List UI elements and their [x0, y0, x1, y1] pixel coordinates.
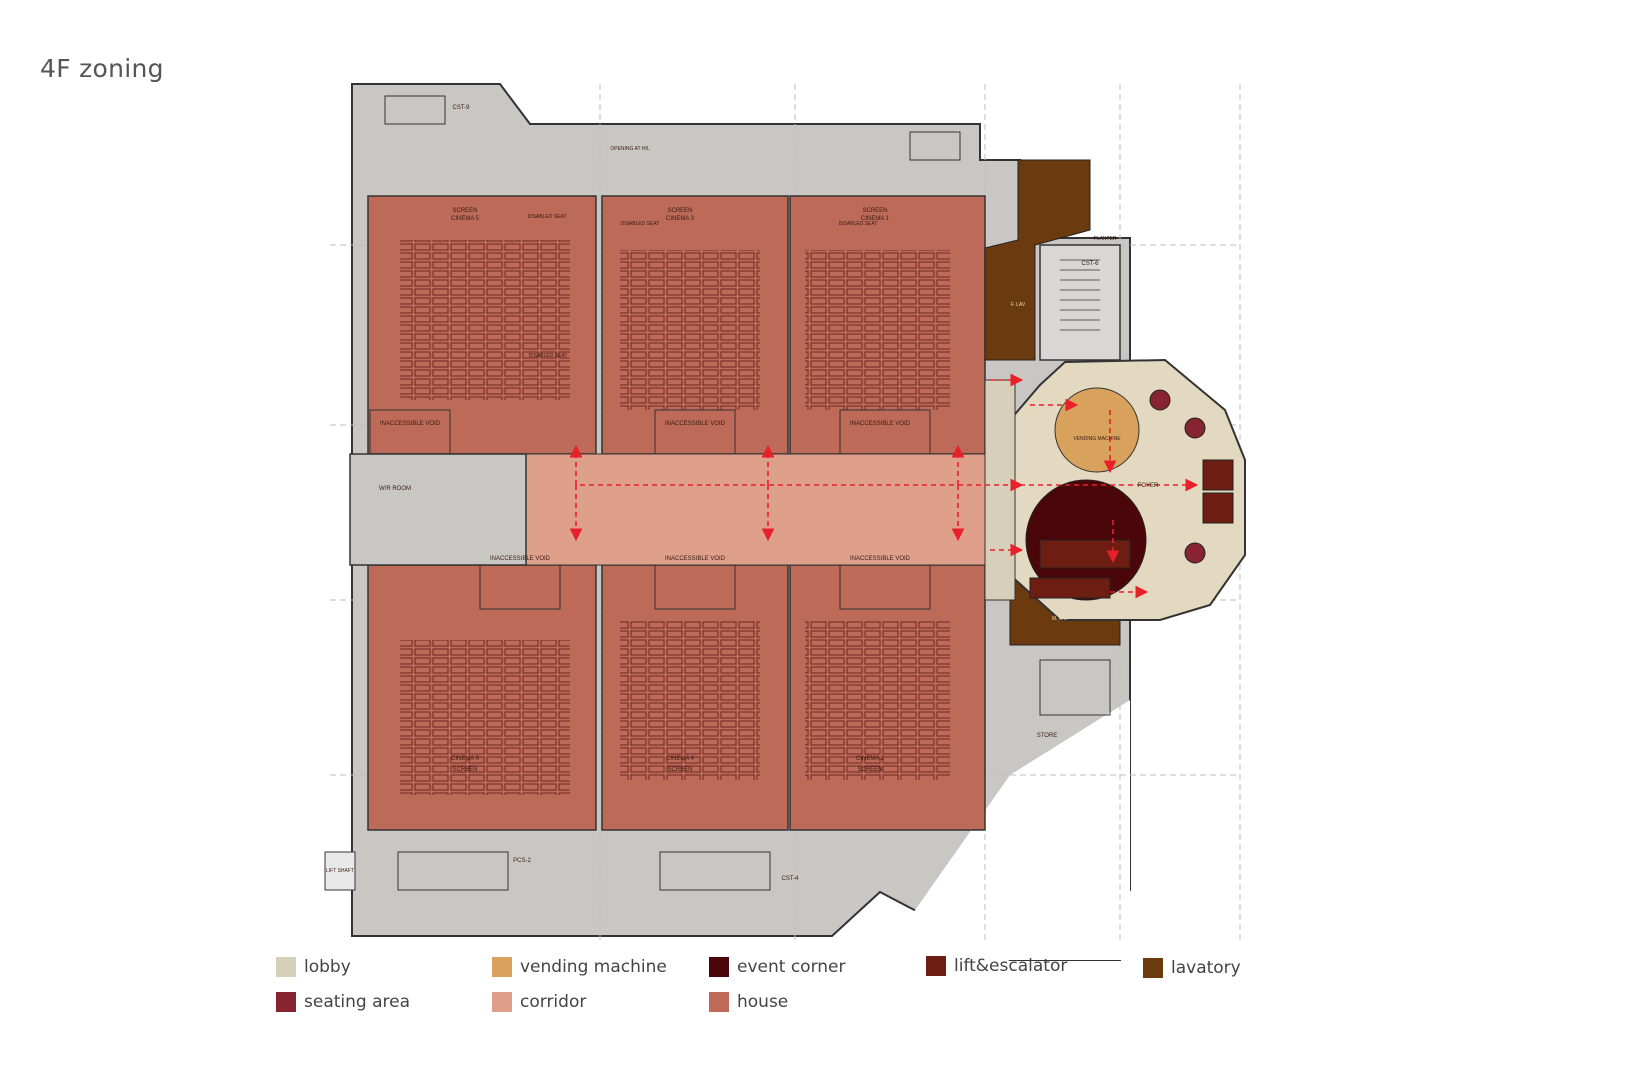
seating-chair	[1184, 417, 1206, 439]
legend-label: house	[737, 992, 789, 1012]
legend-item-seating-area: seating area	[276, 991, 410, 1013]
label-cinema-1: CINEMA 1	[861, 216, 890, 222]
label-disabled-seat: DISABLED SEAT	[529, 353, 568, 359]
legend-item-event-corner: event corner	[709, 956, 845, 978]
seating-blocks	[400, 240, 950, 795]
legend-swatch	[1143, 958, 1163, 978]
seating-chair	[1149, 389, 1171, 411]
legend-label: lift&escalator	[954, 956, 1068, 976]
legend-item-corridor: corridor	[492, 991, 586, 1013]
corridor	[525, 453, 986, 566]
lift-2	[1202, 492, 1234, 524]
legend-swatch	[276, 992, 296, 1012]
label-void: INACCESSIBLE VOID	[850, 556, 911, 562]
label-void: INACCESSIBLE VOID	[665, 556, 726, 562]
label-cst9: CST-9	[452, 105, 470, 111]
label-cst4: CST-4	[781, 876, 799, 882]
legend-item-vending-machine: vending machine	[492, 956, 667, 978]
legend-swatch	[709, 992, 729, 1012]
label-screen-3: SCREEN	[667, 208, 692, 214]
legend-swatch	[276, 957, 296, 977]
label-cinema-3: CINEMA 3	[666, 216, 695, 222]
legend-label: vending machine	[520, 957, 667, 977]
label-void: INACCESSIBLE VOID	[490, 556, 551, 562]
legend-item-lift-escalator: lift&escalator	[926, 955, 1067, 977]
legend-swatch	[709, 957, 729, 977]
page-title: 4F zoning	[40, 54, 164, 83]
label-store: STORE	[1037, 733, 1058, 739]
legend-label: event corner	[737, 957, 846, 977]
seating-chair	[1184, 542, 1206, 564]
vending-machine-zone	[1054, 387, 1140, 473]
lobby-strip	[984, 379, 1016, 601]
label-lift-shaft: LIFT SHAFT	[326, 868, 354, 874]
label-cinema-2: CINEMA 2	[856, 756, 885, 762]
label-f-lav: F. LAV	[1011, 302, 1026, 308]
wr-room	[349, 453, 527, 566]
label-cinema-6: CINEMA 6	[451, 756, 480, 762]
label-planter: PLANTER	[1093, 236, 1116, 242]
label-cinema-4: CINEMA 4	[666, 756, 695, 762]
label-void: INACCESSIBLE VOID	[850, 421, 911, 427]
legend-swatch	[926, 956, 946, 976]
label-cst6: CST-6	[1081, 261, 1099, 267]
label-cinema-5: CINEMA 5	[451, 216, 480, 222]
label-screen-6: SCREEN	[452, 767, 477, 773]
label-void: INACCESSIBLE VOID	[380, 421, 441, 427]
escalator	[1029, 577, 1111, 599]
label-screen-4: SCREEN	[667, 767, 692, 773]
label-disabled-seat: DISABLED SEAT	[621, 221, 660, 227]
legend-item-lobby: lobby	[276, 956, 351, 978]
label-void: INACCESSIBLE VOID	[665, 421, 726, 427]
label-opening: OPENING AT H/L	[610, 146, 649, 152]
legend-label: lobby	[304, 957, 351, 977]
legend-label: lavatory	[1171, 958, 1241, 978]
label-foyer: FOYER	[1138, 483, 1159, 489]
label-m-lav: M. LAV	[1052, 616, 1069, 622]
label-wr-room: W/R ROOM	[379, 486, 411, 492]
lift-1	[1202, 459, 1234, 491]
legend-swatch	[492, 992, 512, 1012]
legend-item-lavatory: lavatory	[1143, 957, 1241, 979]
label-pcs2: PCS-2	[513, 858, 531, 864]
label-screen-1: SCREEN	[862, 208, 887, 214]
lavatory-f	[984, 159, 1091, 361]
legend-item-house: house	[709, 991, 788, 1013]
legend-swatch	[492, 957, 512, 977]
legend-label: seating area	[304, 992, 411, 1012]
label-vending: VENDING MACHINE	[1073, 436, 1121, 442]
label-screen-5: SCREEN	[452, 208, 477, 214]
label-screen-2: SCREEN	[857, 767, 882, 773]
legend-label: corridor	[520, 992, 587, 1012]
label-disabled-seat: DISABLED SEAT	[528, 214, 567, 220]
label-disabled-seat: DISABLED SEAT	[839, 221, 878, 227]
